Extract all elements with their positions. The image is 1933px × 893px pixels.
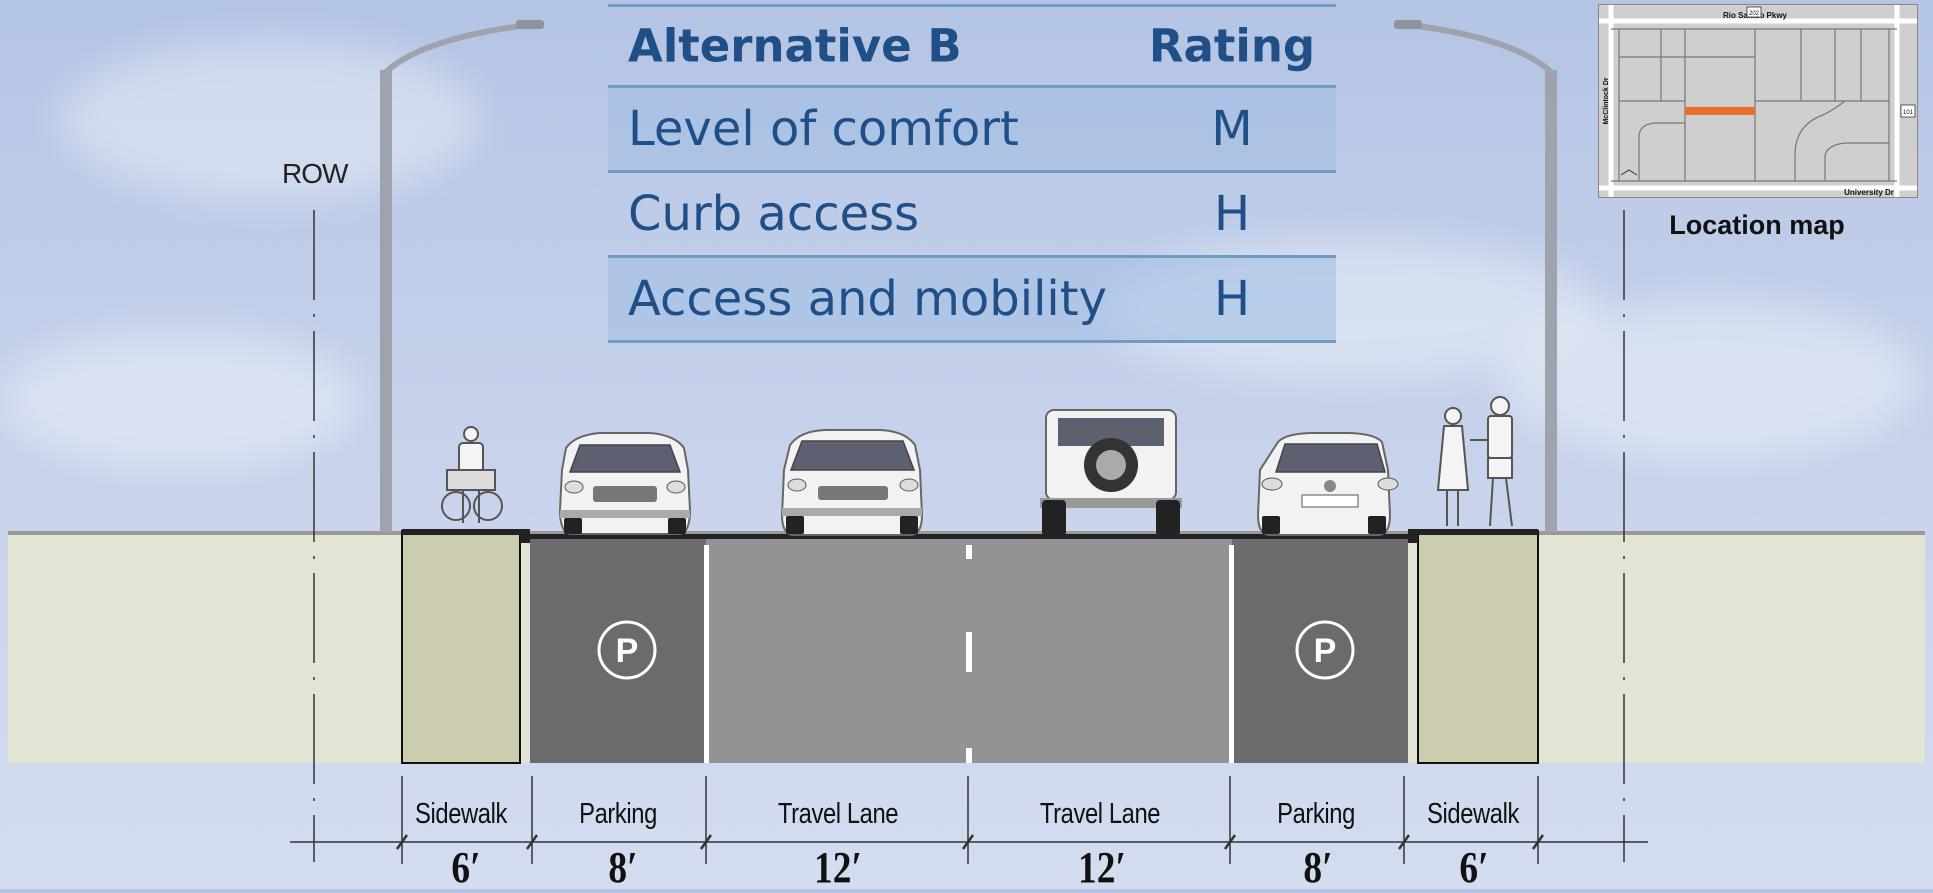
- segment-width: 12′: [814, 843, 862, 892]
- parking-stripe-right: [1229, 545, 1234, 763]
- dimension-tick-slash: [525, 834, 539, 850]
- segment-width: 6′: [451, 843, 481, 892]
- curb-left: [520, 531, 530, 543]
- segment-width: 6′: [1459, 843, 1489, 892]
- sedan-front-car: [558, 432, 692, 535]
- location-map-caption: Location map: [1669, 210, 1845, 240]
- dimension-tick-slash: [699, 834, 713, 850]
- segment-label: Sidewalk: [1427, 798, 1519, 830]
- north-arrow-icon: [1620, 169, 1638, 176]
- parking-lane-right: [1232, 537, 1408, 763]
- dimension-tick-slash: [1397, 834, 1411, 850]
- curb-right: [1408, 531, 1418, 543]
- svg-text:202: 202: [1749, 11, 1760, 17]
- ground-line: [8, 531, 1925, 535]
- svg-text:101: 101: [1903, 110, 1914, 116]
- dimension-line: [290, 776, 1648, 864]
- alternative-title: Alternative B: [628, 19, 962, 73]
- rating-table-header: Alternative B Rating: [608, 4, 1336, 88]
- rating-table: Alternative B Rating Level of comfort M …: [608, 4, 1336, 343]
- sidewalk-left: [401, 530, 521, 764]
- rating-column-header: Rating: [1148, 19, 1316, 73]
- rating-row: Access and mobility H: [608, 258, 1336, 343]
- dimension-tick-slash: [1531, 834, 1545, 850]
- hatchback-rear-car: [1256, 432, 1399, 536]
- dimension-tick-slash: [961, 834, 975, 850]
- parking-symbol-left: P: [597, 620, 657, 680]
- segment-label: Parking: [1277, 798, 1355, 830]
- segment-label: Parking: [579, 798, 657, 830]
- row-label: ROW: [282, 158, 348, 189]
- parking-lane-left: [530, 537, 706, 763]
- wheelchair-user-figure: [441, 426, 503, 523]
- segment-label: Travel Lane: [1039, 798, 1161, 830]
- rating-value: H: [1213, 271, 1251, 327]
- segment-width: 8′: [608, 843, 638, 892]
- segment-width: 8′: [1303, 843, 1333, 892]
- parking-symbol-right: P: [1295, 620, 1355, 680]
- svg-text:P: P: [1314, 632, 1337, 670]
- svg-text:University Dr: University Dr: [1844, 188, 1894, 197]
- segment-label: Travel Lane: [777, 798, 899, 830]
- rating-value: H: [1213, 186, 1251, 242]
- svg-text:McClintock Dr: McClintock Dr: [1603, 77, 1610, 124]
- dimension-tick-slash: [395, 834, 409, 850]
- segment-label: Sidewalk: [415, 798, 507, 830]
- criterion-label: Curb access: [628, 186, 920, 242]
- criterion-label: Access and mobility: [628, 271, 1107, 327]
- suv-rear-car: [1040, 409, 1182, 536]
- dimension-tick-slash: [1223, 834, 1237, 850]
- sedan-front-car: [780, 429, 924, 536]
- rating-row: Level of comfort M: [608, 88, 1336, 173]
- rating-row: Curb access H: [608, 173, 1336, 258]
- segment-width: 12′: [1078, 843, 1126, 892]
- parking-stripe-left: [704, 545, 709, 763]
- criterion-label: Level of comfort: [628, 101, 1019, 157]
- rating-value: M: [1211, 101, 1253, 157]
- location-map: Rio Salado Pkwy University Dr McClintock…: [1598, 4, 1918, 198]
- location-map-graphic: Rio Salado Pkwy University Dr McClintock…: [1599, 5, 1917, 197]
- center-line: [966, 545, 972, 763]
- walking-couple-figure: [1436, 396, 1513, 527]
- streetlight-left: [380, 20, 544, 532]
- sidewalk-right: [1417, 530, 1539, 764]
- svg-text:P: P: [616, 632, 639, 670]
- streetlight-right: [1394, 20, 1557, 532]
